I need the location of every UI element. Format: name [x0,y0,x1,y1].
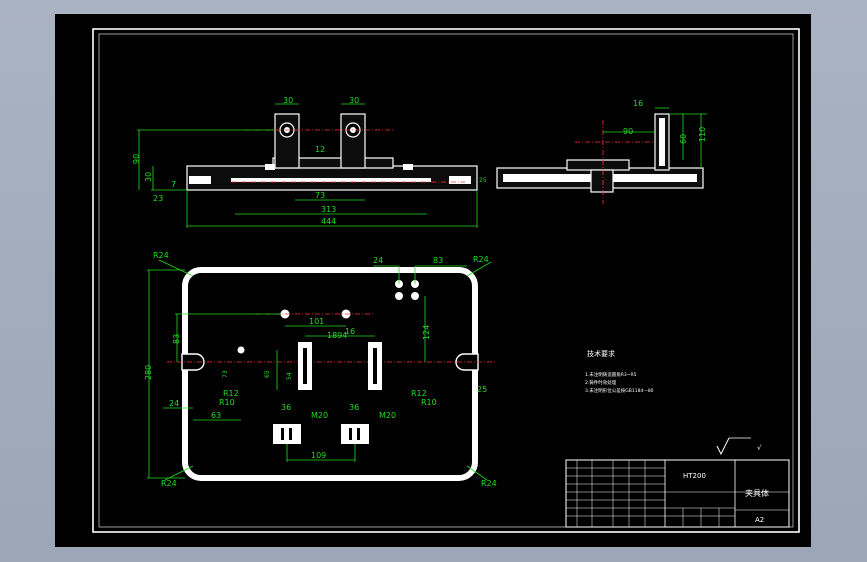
dim-83-top: 83 [433,256,443,265]
plan-boss-left-thread-b [289,428,292,440]
dim-r10-left: R10 [219,398,235,407]
front-dimensions: 30 30 90 30 7 23 12 73 313 444 25 [132,96,487,228]
dim-54: 54 [286,372,293,380]
side-support-inner [659,118,665,166]
front-detail-b [403,164,413,170]
dim-r24-bl: R24 [161,479,177,488]
plan-slot-right-inner [373,348,377,384]
plan-boss-left [273,424,301,444]
dim-24-left: 24 [169,399,179,408]
side-view [496,113,704,204]
dim-h30: 30 [144,172,153,182]
plan-boss-left-thread-a [281,428,284,440]
dim-r24-tr: R24 [473,255,489,264]
roughness-check-icon [716,437,730,456]
dim-w16: 16 [633,99,643,108]
plan-slot-left-inner [303,348,307,384]
dim-16: 16 [345,327,355,336]
front-slot-right [449,176,471,184]
dim-w30a: 30 [283,96,293,105]
dim-r12-left: R12 [223,389,239,398]
dim-280: 280 [144,365,153,380]
dim-side90: 90 [623,127,633,136]
front-support-left [274,113,300,169]
dim-63: 63 [211,411,221,420]
dim-h60: 60 [679,134,688,144]
leader-r24-br [466,465,488,481]
dim-m20b: M20 [379,411,396,420]
front-base-channel [231,178,431,182]
dim-d313: 313 [321,205,336,214]
front-raised-step [272,157,394,169]
front-support-right [340,113,366,169]
dim-r24-br: R24 [481,479,497,488]
dim-36a: 36 [281,403,291,412]
dim-r10-right: R10 [421,398,437,407]
drawing-frame-inner [98,33,794,528]
dim-d444: 444 [321,217,336,226]
plan-dimensions: R24 R24 R24 R24 24 83 101 16 1894 124 83… [144,251,497,488]
drawing-frame-outer [92,28,800,533]
dim-r12-right: R12 [411,389,427,398]
front-slot-left [189,176,211,184]
dim-d25-front: 25 [479,177,487,184]
plan-boss-right-thread-b [357,428,360,440]
plan-outline [182,267,478,481]
front-detail-a [265,164,275,170]
tb-sheet-size: A2 [755,516,764,524]
front-view [186,113,478,191]
side-boss [590,169,614,193]
dim-25-right: 25 [477,385,487,394]
dim-h12: 12 [315,145,325,154]
tb-material: HT200 [683,472,706,480]
dim-83-left: 83 [172,334,181,344]
plan-boss-right-thread-a [349,428,352,440]
side-dimensions: 16 90 110 60 [603,99,707,168]
dim-v23: 23 [153,194,163,203]
plan-boss-right [341,424,369,444]
leader-r24-tr [466,261,492,277]
notes-line-1: 1.未注明铸造圆角R3~R5 [585,371,637,378]
dim-73: 73 [222,370,229,378]
dim-109: 109 [311,451,326,460]
tb-part-name: 夹具体 [745,488,769,498]
plan-uslot-left [181,353,205,371]
dim-v7: 7 [171,180,176,189]
leader-r24-tl [158,259,194,277]
notes-title: 技术要求 [587,349,615,358]
plan-view [167,267,495,481]
dim-w30b: 30 [349,96,359,105]
roughness-symbol: √ [716,437,762,456]
dim-36b: 36 [349,403,359,412]
notes-line-3: 3.未注明形位公差按GB1184—80 [585,387,654,394]
title-block-frame [565,459,790,528]
dim-124: 124 [422,325,431,340]
dim-101: 101 [309,317,324,326]
plan-hole-6 [395,292,403,300]
notes-line-2: 2.铸件时效处理 [585,379,617,386]
dim-m20a: M20 [311,411,328,420]
dim-d73: 73 [315,191,325,200]
dim-h90: 90 [132,154,141,164]
side-raised-step [566,159,630,171]
technical-notes: 技术要求 1.未注明铸造圆角R3~R5 2.铸件时效处理 3.未注明形位公差按G… [585,349,654,394]
dim-65: 65 [264,370,271,378]
title-block: HT200 夹具体 A2 [565,459,790,528]
dim-1894: 1894 [327,331,347,340]
cad-drawing-sheet: 30 30 90 30 7 23 12 73 313 444 25 16 [92,28,800,533]
plan-hole-7 [411,292,419,300]
dim-24-top: 24 [373,256,383,265]
plan-hole-3 [237,346,245,354]
roughness-mark: √ [757,444,762,452]
drawing-viewport[interactable]: 30 30 90 30 7 23 12 73 313 444 25 16 [55,14,811,547]
dim-h110: 110 [698,127,707,142]
dim-r24-tl: R24 [153,251,169,260]
